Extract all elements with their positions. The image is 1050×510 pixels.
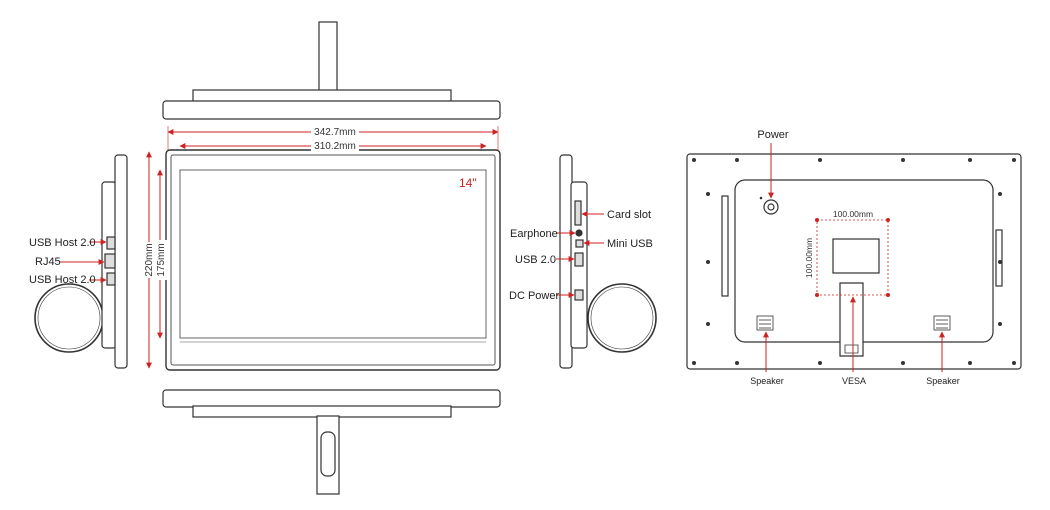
top-body bbox=[162, 100, 501, 120]
front-screen bbox=[179, 169, 487, 339]
card-slot-port bbox=[574, 200, 582, 226]
left-port-leaders bbox=[60, 239, 107, 283]
speaker-left-label: Speaker bbox=[750, 376, 784, 386]
top-body-back bbox=[192, 89, 452, 103]
width-inner-label: 310.2mm bbox=[314, 141, 356, 152]
front-bezel bbox=[165, 149, 501, 371]
front-screen-frame bbox=[170, 154, 496, 366]
front-view: 14" bbox=[165, 149, 501, 371]
left-side-view bbox=[34, 154, 128, 369]
mini-usb-label: Mini USB bbox=[607, 238, 653, 250]
usb-host-bottom-label: USB Host 2.0 bbox=[29, 274, 96, 286]
dc-power-port bbox=[574, 289, 584, 301]
right-port-leaders bbox=[556, 211, 604, 298]
back-view bbox=[686, 153, 1022, 370]
speaker-right-label: Speaker bbox=[926, 376, 960, 386]
earphone-port bbox=[575, 229, 583, 237]
screen-size-label: 14" bbox=[459, 176, 477, 190]
bottom-pole-slot bbox=[320, 431, 336, 477]
power-label: Power bbox=[757, 129, 789, 141]
left-ring-mount bbox=[34, 283, 104, 353]
speaker-left-grille bbox=[756, 315, 774, 331]
left-usb-host-bottom-port bbox=[106, 272, 116, 286]
usb-port bbox=[574, 252, 584, 267]
back-stand bbox=[839, 282, 864, 357]
card-slot-label: Card slot bbox=[607, 209, 651, 221]
back-leaders bbox=[763, 143, 945, 372]
height-outer-label: 220mm bbox=[144, 243, 155, 276]
vesa-recess bbox=[832, 238, 880, 274]
mini-usb-port bbox=[575, 239, 584, 248]
bottom-body bbox=[162, 389, 501, 408]
vesa-vertical-label: 100.00mm bbox=[804, 238, 814, 278]
back-screw-holes bbox=[692, 158, 1016, 365]
vesa-pattern bbox=[815, 218, 890, 297]
earphone-label: Earphone bbox=[510, 228, 558, 240]
top-view bbox=[162, 21, 501, 120]
left-side-body bbox=[114, 154, 128, 369]
bottom-view bbox=[162, 389, 501, 495]
left-usb-host-top-port bbox=[106, 236, 116, 250]
bottom-body-back bbox=[192, 405, 452, 418]
right-ring-mount bbox=[587, 283, 657, 353]
right-side-body bbox=[559, 154, 573, 369]
width-outer-label: 342.7mm bbox=[314, 127, 356, 138]
usb-host-top-label: USB Host 2.0 bbox=[29, 237, 96, 249]
back-left-rail bbox=[721, 195, 729, 297]
height-inner-label: 175mm bbox=[156, 243, 167, 276]
top-pole bbox=[318, 21, 338, 93]
back-right-rail bbox=[995, 229, 1003, 287]
vesa-horizontal-label: 100.00mm bbox=[833, 209, 873, 219]
left-rj45-port bbox=[104, 253, 116, 269]
right-side-view bbox=[559, 154, 657, 369]
speaker-right-grille bbox=[933, 315, 951, 331]
usb-label: USB 2.0 bbox=[515, 254, 556, 266]
rj45-label: RJ45 bbox=[35, 256, 61, 268]
vesa-label: VESA bbox=[842, 376, 866, 386]
dc-power-label: DC Power bbox=[509, 290, 559, 302]
